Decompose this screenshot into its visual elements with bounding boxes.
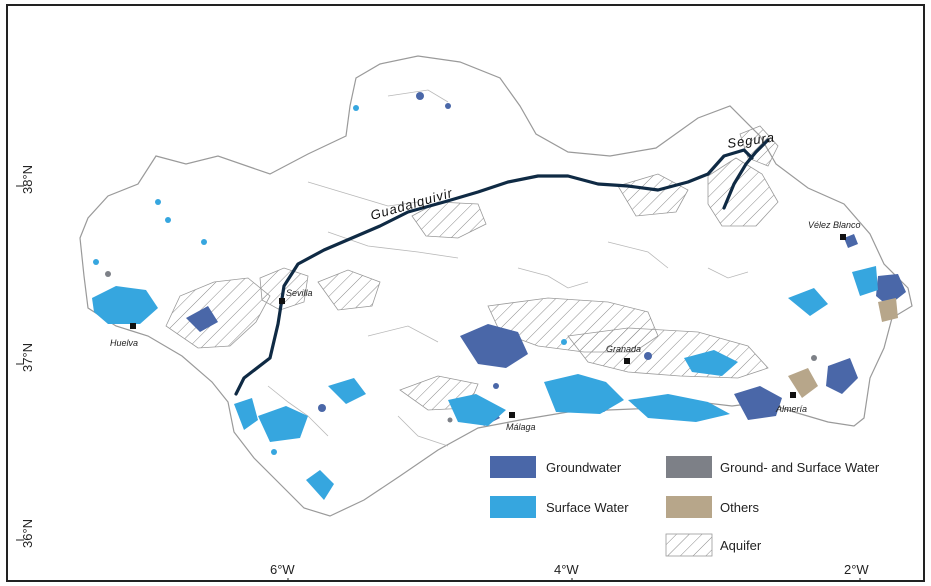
svg-text:Others: Others xyxy=(720,500,760,515)
other-areas xyxy=(788,298,898,398)
map-frame: Guadalquivir Segura Vélez Blanco Sevilla… xyxy=(6,4,925,582)
svg-text:Almería: Almería xyxy=(775,404,807,414)
segura-label: Segura xyxy=(726,129,776,151)
legend: Groundwater Ground- and Surface Water Su… xyxy=(490,456,880,557)
aquifer-areas xyxy=(165,125,779,411)
svg-text:Vélez Blanco: Vélez Blanco xyxy=(808,220,861,230)
lat-label-36n: 36°N xyxy=(20,519,35,548)
segura-river xyxy=(722,138,770,210)
lon-label-4w: 4°W xyxy=(554,562,579,577)
svg-text:Surface Water: Surface Water xyxy=(546,500,629,515)
lon-label-6w: 6°W xyxy=(270,562,295,577)
legend-item-ground-and-surface-water: Ground- and Surface Water xyxy=(666,456,880,478)
city-granada: Granada xyxy=(606,344,641,364)
city-almeria: Almería xyxy=(775,392,807,414)
svg-text:Ground- and Surface Water: Ground- and Surface Water xyxy=(720,460,880,475)
legend-item-groundwater: Groundwater xyxy=(490,456,622,478)
city-huelva: Huelva xyxy=(110,323,138,348)
svg-text:Granada: Granada xyxy=(606,344,641,354)
city-malaga: Málaga xyxy=(506,412,536,432)
map-canvas: Guadalquivir Segura Vélez Blanco Sevilla… xyxy=(16,55,913,580)
svg-text:Sevilla: Sevilla xyxy=(286,288,313,298)
lon-label-2w: 2°W xyxy=(844,562,869,577)
svg-text:Huelva: Huelva xyxy=(110,338,138,348)
region-outline xyxy=(79,55,913,517)
lat-label-38n: 38°N xyxy=(20,165,35,194)
legend-item-others: Others xyxy=(666,496,760,518)
city-velez-blanco: Vélez Blanco xyxy=(808,220,861,240)
svg-text:Málaga: Málaga xyxy=(506,422,536,432)
legend-item-surface-water: Surface Water xyxy=(490,496,629,518)
surface-water-areas xyxy=(92,105,878,500)
legend-item-aquifer: Aquifer xyxy=(665,533,762,557)
city-sevilla: Sevilla xyxy=(279,288,313,304)
svg-text:Aquifer: Aquifer xyxy=(720,538,762,553)
svg-text:Groundwater: Groundwater xyxy=(546,460,622,475)
lat-label-37n: 37°N xyxy=(20,343,35,372)
